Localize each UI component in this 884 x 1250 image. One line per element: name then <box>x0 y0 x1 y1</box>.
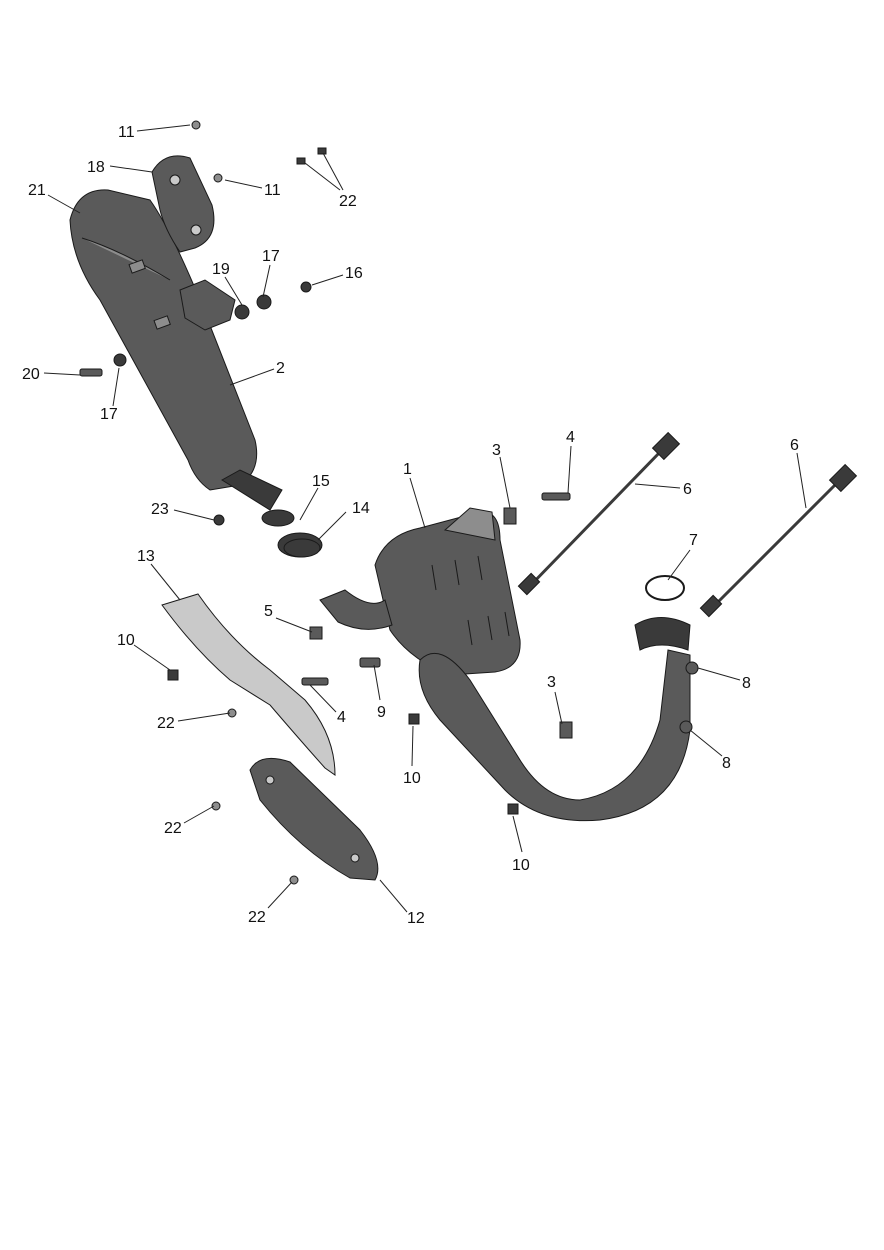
callout-23: 23 <box>151 501 169 518</box>
part-o2-sensor-right <box>699 463 858 618</box>
callout-3-top: 3 <box>492 442 501 459</box>
callout-5: 5 <box>264 603 273 620</box>
callout-3-bottom: 3 <box>547 674 556 691</box>
callout-22-lower: 22 <box>164 820 182 837</box>
callout-6-right: 6 <box>790 437 799 454</box>
callout-20: 18 <box>87 159 105 176</box>
leader-lines <box>43 124 807 913</box>
callout-17-top: 17 <box>262 248 280 265</box>
callout-6-left: 6 <box>683 481 692 498</box>
callout-4-mid: 4 <box>337 709 346 726</box>
part-inlet-pipe <box>319 589 393 630</box>
callout-11-mid: 11 <box>264 182 281 199</box>
part-heat-shield-large <box>161 593 336 776</box>
part-silencer-bracket <box>179 279 236 331</box>
callout-15: 15 <box>312 473 330 490</box>
part-gasket-ring <box>645 575 685 601</box>
part-heat-shield-small <box>151 155 215 253</box>
part-heat-shield-lower <box>249 757 379 881</box>
callout-22-top: 22 <box>339 193 357 210</box>
callout-17-bottom: 17 <box>100 406 118 423</box>
callout-10-bottom: 10 <box>512 857 530 874</box>
part-silencer <box>69 189 323 558</box>
callout-labels: 11 18 11 22 21 19 17 16 20 17 2 15 14 23… <box>22 124 799 927</box>
part-o2-sensor-left <box>517 431 681 596</box>
callout-8-bottom: 8 <box>722 755 731 772</box>
callout-4-top: 4 <box>566 429 575 446</box>
callout-2: 2 <box>276 360 285 377</box>
callout-18: 19 <box>212 261 230 278</box>
callout-10-mid: 10 <box>403 770 421 787</box>
callout-21: 21 <box>28 182 46 199</box>
part-clamp-14 <box>283 538 321 558</box>
callout-12: 12 <box>407 910 425 927</box>
part-catalyst-box <box>374 507 521 676</box>
callout-19: 20 <box>22 366 40 383</box>
callout-9: 9 <box>377 704 386 721</box>
part-clamp-15 <box>261 509 295 527</box>
callout-22-bottom: 22 <box>248 909 266 926</box>
callout-22-mid: 22 <box>157 715 175 732</box>
callout-7: 7 <box>689 532 698 549</box>
callout-16: 16 <box>345 265 363 282</box>
callout-10-left: 10 <box>117 632 135 649</box>
callout-14: 14 <box>352 500 370 517</box>
callout-13: 13 <box>137 548 155 565</box>
callout-1: 1 <box>403 461 412 478</box>
callout-11-top: 11 <box>118 124 135 141</box>
part-header-pipe <box>418 617 691 822</box>
callout-8-top: 8 <box>742 675 751 692</box>
